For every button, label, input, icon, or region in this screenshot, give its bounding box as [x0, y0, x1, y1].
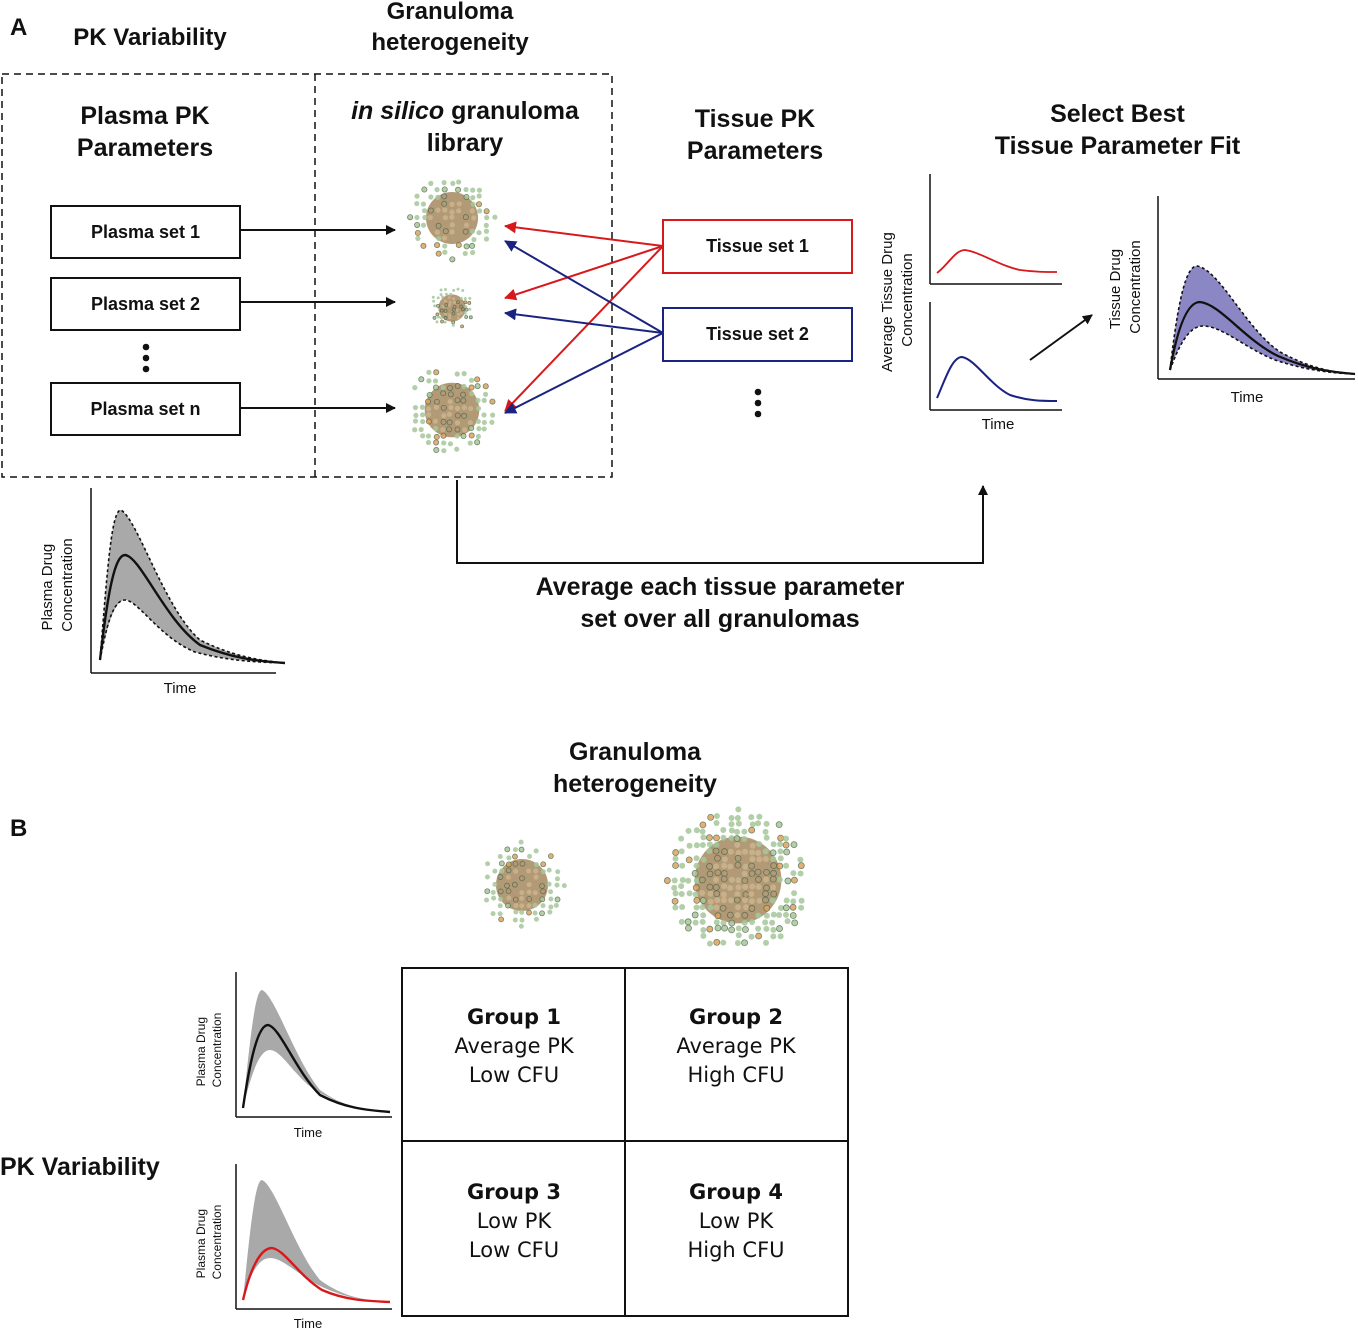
- group-2-cell: Group 2 Average PK High CFU: [626, 1003, 846, 1090]
- tissue-xlabel: Time: [1231, 389, 1264, 406]
- pk-variability-heading: PK Variability: [73, 24, 227, 51]
- group-1-cell: Group 1 Average PK Low CFU: [404, 1003, 624, 1090]
- group-3-cell: Group 3 Low PK Low CFU: [404, 1178, 624, 1265]
- group-2-pk: Average PK: [676, 1034, 796, 1058]
- arrow-blue-3: [504, 332, 664, 414]
- arrow-to-best-fit: [1029, 314, 1093, 361]
- arrow-red-1: [504, 221, 664, 247]
- granuloma-b-large: [663, 806, 805, 947]
- granuloma-heterogeneity-heading: Granuloma heterogeneity: [371, 0, 529, 56]
- avg-tissue-chart-red: [929, 174, 1062, 285]
- group-2-cfu: High CFU: [687, 1063, 785, 1087]
- group-2-title: Group 2: [689, 1005, 783, 1029]
- group-4-pk: Low PK: [698, 1209, 774, 1233]
- group-1-pk: Average PK: [454, 1034, 574, 1058]
- avg-tissue-chart-blue: [929, 302, 1062, 411]
- tissue-best-fit-chart: [1157, 196, 1356, 380]
- group-3-title: Group 3: [467, 1180, 561, 1204]
- dashed-frame: [1, 73, 613, 478]
- tissue-ellipsis: [754, 388, 762, 418]
- avg-tissue-xlabel: Time: [982, 416, 1015, 433]
- group-3-pk: Low PK: [476, 1209, 552, 1233]
- plasma-b2-xlabel: Time: [294, 1316, 322, 1330]
- avg-tissue-ylabel: Average Tissue Drug Concentration: [879, 228, 916, 372]
- tissue-set-2-box: Tissue set 2: [662, 307, 853, 362]
- panel-a-label: A: [10, 14, 28, 41]
- plasma-b1-xlabel: Time: [294, 1125, 322, 1140]
- arrow-blue-1: [504, 240, 664, 334]
- group-3-cfu: Low CFU: [468, 1238, 560, 1262]
- granuloma-a-2: [431, 287, 473, 329]
- tissue-ylabel: Tissue Drug Concentration: [1107, 240, 1144, 333]
- plasma-set-n-box: Plasma set n: [50, 382, 241, 436]
- plasma-chart-a: [90, 488, 286, 674]
- plasma-a-ylabel: Plasma Drug Concentration: [39, 538, 76, 631]
- arrow-blue-2: [504, 308, 664, 334]
- plasma-chart-b-average: [235, 972, 392, 1118]
- in-silico-library-heading: in silico granuloma library: [351, 97, 579, 157]
- select-best-fit-heading: Select Best Tissue Parameter Fit: [994, 100, 1241, 160]
- arrow-red-3: [504, 245, 664, 412]
- group-4-title: Group 4: [689, 1180, 783, 1204]
- plasma-pk-parameters-heading: Plasma PK Parameters: [76, 102, 214, 162]
- averaging-path: [456, 480, 988, 564]
- plasma-b2-ylabel: Plasma Drug Concentration: [194, 1205, 224, 1280]
- pk-variability-b-heading: PK Variability: [0, 1153, 160, 1181]
- plasma-set-1-box: Plasma set 1: [50, 205, 241, 259]
- granuloma-b-small: [484, 839, 567, 929]
- group-1-cfu: Low CFU: [468, 1063, 560, 1087]
- group-4-cfu: High CFU: [687, 1238, 785, 1262]
- panel-b-label: B: [10, 815, 28, 842]
- plasma-set-2-box: Plasma set 2: [50, 277, 241, 331]
- tissue-pk-parameters-heading: Tissue PK Parameters: [686, 105, 824, 165]
- plasma-a-xlabel: Time: [164, 680, 197, 697]
- granuloma-a-3: [412, 369, 496, 454]
- plasma-ellipsis: [142, 343, 150, 373]
- granuloma-a-1: [407, 179, 498, 263]
- group-4-cell: Group 4 Low PK High CFU: [626, 1178, 846, 1265]
- plasma-chart-b-low: [235, 1164, 392, 1310]
- arrow-red-2: [504, 245, 664, 301]
- granuloma-heterogeneity-b-heading: Granuloma heterogeneity: [553, 738, 717, 798]
- group-1-title: Group 1: [467, 1005, 561, 1029]
- plasma-b1-ylabel: Plasma Drug Concentration: [194, 1013, 224, 1088]
- tissue-set-1-box: Tissue set 1: [662, 219, 853, 274]
- averaging-caption: Average each tissue parameter set over a…: [535, 573, 905, 633]
